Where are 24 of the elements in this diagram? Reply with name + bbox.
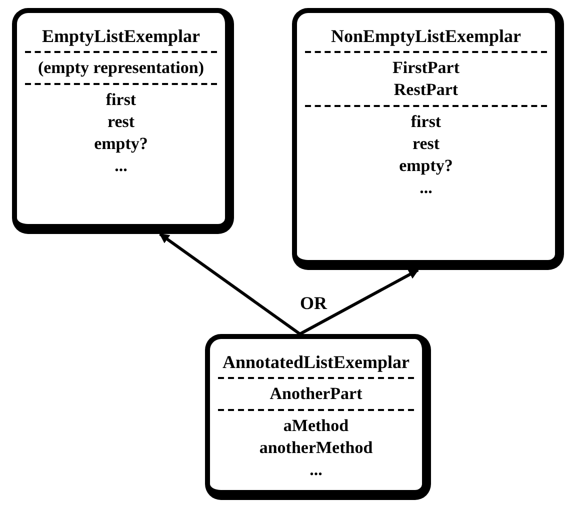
- member-text: ...: [310, 459, 322, 481]
- member-text: empty?: [399, 155, 453, 177]
- class-name: EmptyListExemplar: [42, 25, 200, 47]
- arrow: [159, 232, 301, 336]
- arrow: [299, 268, 419, 336]
- member-text: anotherMethod: [259, 437, 373, 459]
- class-name: AnnotatedListExemplar: [222, 351, 410, 373]
- member-text: ...: [420, 177, 432, 199]
- member-text: aMethod: [283, 415, 349, 437]
- or-label: OR: [300, 292, 327, 315]
- class-box: [292, 8, 564, 270]
- member-text: empty?: [94, 133, 148, 155]
- class-name: NonEmptyListExemplar: [330, 25, 521, 47]
- member-text: AnotherPart: [270, 383, 362, 405]
- class-box: [205, 334, 431, 500]
- member-text: rest: [107, 111, 135, 133]
- member-text: (empty representation): [38, 57, 204, 79]
- member-text: rest: [412, 133, 440, 155]
- member-text: FirstPart: [392, 57, 460, 79]
- class-box: [12, 8, 234, 234]
- member-text: RestPart: [394, 79, 458, 101]
- member-text: ...: [114, 155, 128, 177]
- member-text: first: [106, 89, 136, 111]
- member-text: first: [410, 111, 442, 133]
